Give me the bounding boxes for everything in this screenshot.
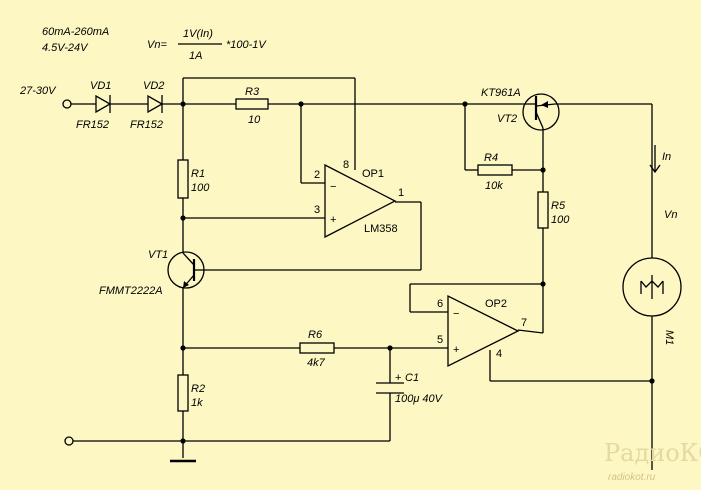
resistor-r5-icon: [537, 191, 549, 229]
r5-ref: R5: [551, 200, 566, 212]
formula-numerator: 1V(In): [183, 28, 213, 40]
wires: [70, 77, 653, 470]
resistor-r6-icon: [299, 342, 335, 354]
input-voltage-label: 27-30V: [19, 85, 57, 97]
formula-lhs: Vn=: [147, 39, 167, 51]
ground-terminal-icon: [64, 436, 74, 446]
capacitor-c1-icon: [376, 382, 404, 394]
resistor-r4-icon: [477, 164, 513, 176]
r1-value: 100: [191, 182, 210, 194]
r2-value: 1k: [191, 397, 203, 409]
vt1-value: FMMT2222A: [99, 285, 163, 297]
motor-m1-icon: [622, 257, 682, 317]
op2-pin-inv: 6: [437, 298, 443, 310]
voltage-range-label: 4.5V-24V: [42, 42, 89, 54]
op2-minus-sign: −: [453, 308, 459, 320]
vd1-value: FR152: [76, 119, 109, 131]
r4-value: 10k: [485, 180, 503, 192]
diode-vd2-icon: [147, 94, 164, 114]
resistor-r2-icon: [177, 374, 189, 412]
current-label: In: [662, 151, 671, 163]
voltage-label: Vn: [664, 209, 677, 221]
op2-pin-gnd: 4: [496, 348, 502, 360]
junction-dots: [180, 101, 655, 444]
op2-pin-noninv: 5: [437, 334, 443, 346]
c1-ref: C1: [405, 372, 419, 384]
current-arrow-icon: [649, 145, 661, 174]
vd2-ref: VD2: [143, 80, 164, 92]
r1-ref: R1: [191, 168, 205, 180]
vd2-value: FR152: [130, 119, 163, 131]
r6-value: 4k7: [307, 357, 326, 369]
resistor-r1-icon: [177, 159, 189, 199]
r3-value: 10: [248, 114, 261, 126]
op1-pin-vcc: 8: [343, 159, 349, 171]
op2-pin-out: 7: [521, 317, 527, 329]
op1-minus-sign: −: [330, 181, 336, 193]
vt1-ref: VT1: [148, 249, 168, 261]
m1-ref: M1: [663, 330, 675, 345]
r6-ref: R6: [308, 329, 323, 341]
r3-ref: R3: [245, 86, 260, 98]
r4-ref: R4: [484, 152, 498, 164]
vd1-ref: VD1: [90, 80, 111, 92]
watermark-logo: РадиоКОТ: [604, 439, 701, 467]
transistor-vt1-icon: [167, 251, 205, 289]
input-terminal-icon: [62, 99, 72, 109]
vt2-ref: VT2: [497, 113, 517, 125]
op1-pin-out: 1: [398, 187, 404, 199]
r2-ref: R2: [191, 383, 205, 395]
vt2-value: KT961A: [481, 87, 521, 99]
formula-tail: *100-1V: [226, 39, 267, 51]
formula-denominator: 1A: [189, 50, 202, 62]
c1-polarity: +: [395, 372, 401, 384]
diode-vd1-icon: [95, 94, 112, 114]
r5-value: 100: [551, 214, 570, 226]
watermark-url: radiokot.ru: [608, 472, 656, 483]
op1-ref: OP1: [362, 168, 384, 180]
c1-value: 100μ 40V: [395, 393, 444, 405]
op1-pin-inv: 2: [314, 169, 320, 181]
op2-plus-sign: +: [453, 344, 459, 356]
op1-pin-noninv: 3: [314, 204, 320, 216]
transistor-vt2-icon: [522, 93, 560, 131]
resistor-r3-icon: [235, 98, 269, 110]
op1-value: LM358: [364, 223, 398, 235]
current-range-label: 60mA-260mA: [42, 26, 109, 38]
op1-plus-sign: +: [330, 214, 336, 226]
opamp-op1-icon: [324, 163, 397, 239]
op2-ref: OP2: [485, 298, 507, 310]
opamp-op2-icon: [447, 294, 520, 368]
